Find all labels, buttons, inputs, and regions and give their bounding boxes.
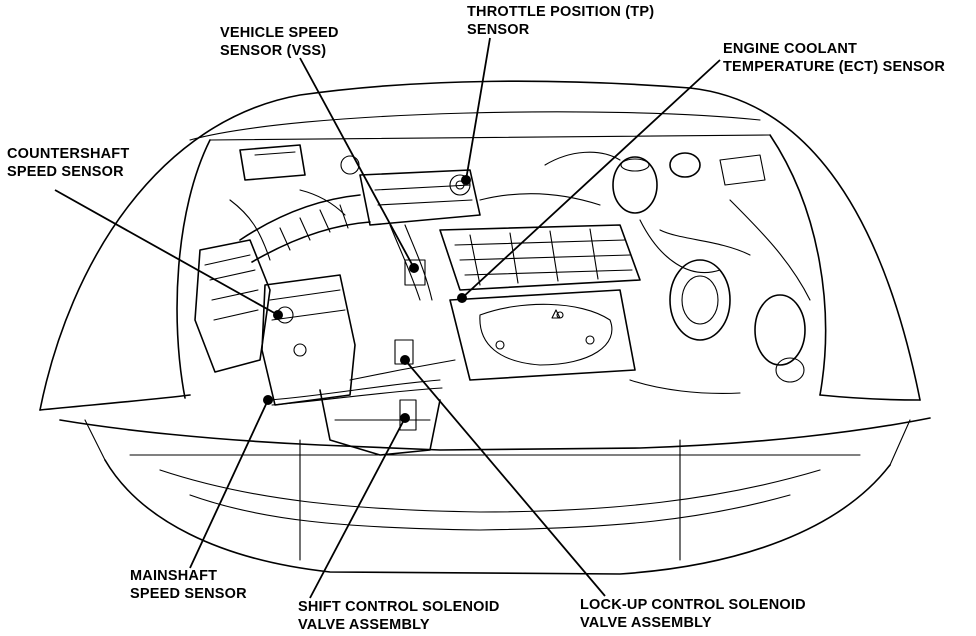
label-line: SHIFT CONTROL SOLENOID: [298, 599, 500, 615]
right-side-components: [479, 151, 811, 383]
label-line: VALVE ASSEMBLY: [580, 615, 712, 631]
leader-lines: [54, 37, 721, 599]
leader-lockup: [404, 359, 606, 597]
label-line: SPEED SENSOR: [7, 164, 124, 180]
label-line: TEMPERATURE (ECT) SENSOR: [723, 59, 946, 75]
countershaft-marker: [273, 310, 283, 320]
lines-and-hoses: [269, 359, 741, 406]
car-body-outline: [39, 394, 931, 575]
engine-block: [439, 224, 641, 381]
leader-shift: [309, 417, 406, 599]
label-line: SENSOR: [467, 22, 530, 38]
label-line: MAINSHAFT: [130, 568, 218, 584]
ect-marker: [457, 293, 467, 303]
tp-marker: [461, 175, 471, 185]
label-engine-coolant-temperature-sensor: ENGINE COOLANT TEMPERATURE (ECT) SENSOR: [723, 40, 945, 76]
left-top-components: [229, 144, 360, 261]
shift-solenoid-marker: [400, 413, 410, 423]
leader-vss: [299, 57, 415, 269]
label-line: ENGINE COOLANT: [723, 41, 858, 57]
label-line: SPEED SENSOR: [130, 586, 247, 602]
intake-manifold: [359, 169, 481, 431]
label-line: VEHICLE SPEED: [220, 25, 339, 41]
label-mainshaft-speed-sensor: MAINSHAFT SPEED SENSOR: [130, 567, 247, 603]
label-throttle-position-sensor: THROTTLE POSITION (TP) SENSOR: [467, 3, 654, 39]
label-line: VALVE ASSEMBLY: [298, 617, 430, 633]
transmission-case: [261, 274, 441, 456]
vss-marker: [409, 263, 419, 273]
label-vehicle-speed-sensor: VEHICLE SPEED SENSOR (VSS): [220, 24, 339, 60]
label-line: THROTTLE POSITION (TP): [467, 4, 655, 20]
label-countershaft-speed-sensor: COUNTERSHAFT SPEED SENSOR: [7, 145, 129, 181]
leader-countershaft: [54, 189, 279, 316]
label-line: LOCK-UP CONTROL SOLENOID: [580, 597, 806, 613]
label-lockup-control-solenoid: LOCK-UP CONTROL SOLENOID VALVE ASSEMBLY: [580, 596, 806, 632]
label-line: COUNTERSHAFT: [7, 146, 130, 162]
label-line: SENSOR (VSS): [220, 43, 327, 59]
sensor-markers: [263, 175, 471, 423]
engine-bay-outline: [176, 134, 827, 399]
leader-mainshaft: [189, 399, 269, 569]
hood-outline: [39, 80, 921, 411]
air-cleaner-housing: [194, 194, 371, 373]
leader-ect: [461, 59, 721, 299]
mainshaft-marker: [263, 395, 273, 405]
label-shift-control-solenoid: SHIFT CONTROL SOLENOID VALVE ASSEMBLY: [298, 598, 500, 634]
lockup-solenoid-marker: [400, 355, 410, 365]
leader-tp: [465, 37, 491, 181]
